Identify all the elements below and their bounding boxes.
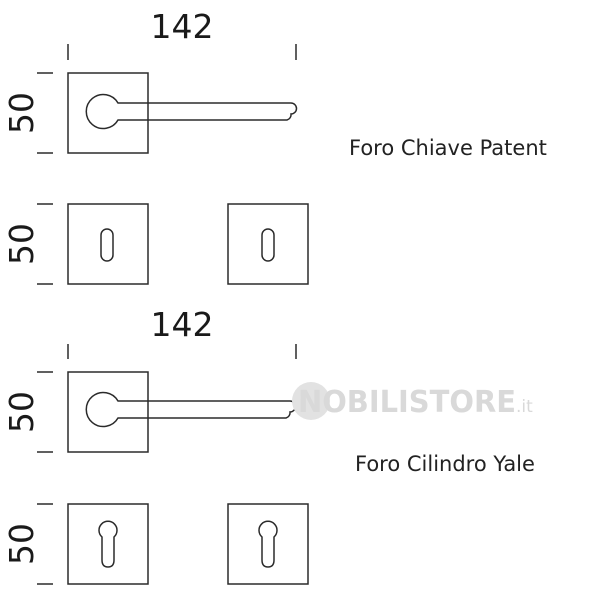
top-rose-height-dimension: 50 xyxy=(2,223,41,265)
bottom-rose-height-dimension: 50 xyxy=(2,523,41,565)
bottom-cylinder-escutcheon-left xyxy=(67,503,149,585)
top-group-label: Foro Chiave Patent xyxy=(349,136,547,160)
top-group: 142 50 50 xyxy=(2,7,309,285)
top-handle-lever xyxy=(85,93,298,130)
bottom-width-dimension: 142 xyxy=(151,305,214,344)
watermark-suffix: .it xyxy=(516,397,533,417)
cylinder-hole-icon xyxy=(98,520,118,568)
watermark-logo: NOBILISTORE .it xyxy=(292,382,533,420)
top-key-escutcheon-right xyxy=(227,203,309,285)
watermark-brand: NOBILISTORE xyxy=(298,385,516,420)
keyhole-icon xyxy=(261,228,275,262)
cylinder-hole-icon xyxy=(258,520,278,568)
watermark-badge xyxy=(292,382,330,420)
bottom-door-handle xyxy=(67,371,297,453)
top-key-escutcheon-left xyxy=(67,203,149,285)
top-width-dimension: 142 xyxy=(151,7,214,46)
bottom-handle-height-dimension: 50 xyxy=(2,391,41,433)
bottom-group-label: Foro Cilindro Yale xyxy=(355,452,535,476)
top-door-handle xyxy=(67,72,298,154)
top-handle-rose xyxy=(67,72,149,154)
bottom-handle-lever xyxy=(85,391,297,428)
bottom-cylinder-escutcheon-right xyxy=(227,503,309,585)
bottom-handle-rose xyxy=(67,371,149,453)
top-handle-height-dimension: 50 xyxy=(2,92,41,134)
bottom-group: 142 50 50 xyxy=(2,305,309,585)
keyhole-icon xyxy=(100,228,114,262)
